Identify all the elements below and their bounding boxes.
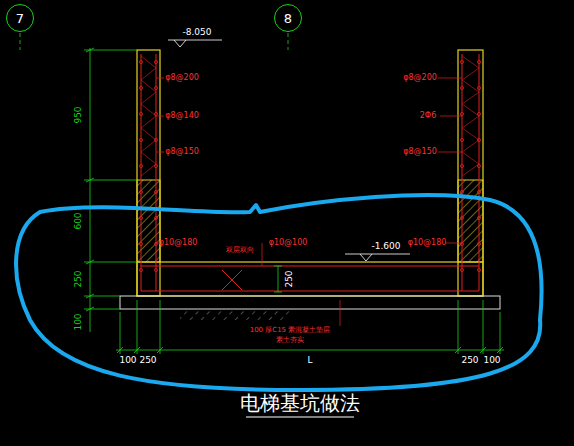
axis-line — [20, 33, 21, 50]
dimension-text: L — [307, 356, 312, 365]
highlight-outline — [16, 195, 541, 390]
title-underline — [246, 417, 354, 418]
rebar-label: φ8@150 — [403, 148, 437, 156]
note-leader — [340, 300, 341, 326]
material-note: 100 厚C15 素混凝土垫层 — [250, 327, 331, 334]
slab-rebar — [141, 54, 479, 291]
rebar-label: φ10@180 — [408, 239, 447, 247]
elevation-marker — [168, 40, 222, 47]
material-note: 素土夯实 — [276, 337, 304, 344]
elevation-text: -8.050 — [182, 28, 211, 37]
rebar-leaders — [156, 78, 462, 266]
axis-line — [288, 33, 289, 50]
concrete-cushion — [120, 296, 500, 309]
dimension-text: 100 — [483, 356, 500, 365]
rebar-label: φ8@150 — [165, 148, 199, 156]
dimension-text: 100 — [119, 356, 136, 365]
rebar-label: φ10@100 — [269, 239, 308, 247]
rebar-dots — [139, 56, 480, 272]
axis-number: 7 — [16, 12, 24, 25]
dimension-text: 100 — [74, 313, 83, 330]
rebar-label: φ8@200 — [403, 74, 437, 82]
rebar-label: 2Φ6 — [420, 112, 436, 120]
dimension-line — [84, 48, 137, 332]
dimension-text: 250 — [74, 270, 83, 287]
dimension-line — [116, 300, 504, 354]
rebar-label: φ8@200 — [165, 74, 199, 82]
pit-walls — [137, 50, 483, 296]
drawing-title: 电梯基坑做法 — [240, 393, 360, 413]
rebar-label: φ8@140 — [165, 112, 199, 120]
dimension-text: 600 — [74, 212, 83, 229]
rebar-note: 双层双向 — [226, 247, 254, 254]
axis-number: 8 — [284, 12, 292, 25]
dimension-text: 950 — [74, 106, 83, 123]
dimension-text: 250 — [139, 356, 156, 365]
slab-dimension — [274, 266, 282, 292]
rebar-label: φ10@180 — [159, 239, 198, 247]
axis-circle: 7 — [6, 4, 34, 32]
dimension-text: 250 — [461, 356, 478, 365]
compacted-soil — [180, 310, 290, 320]
axis-circle: 8 — [274, 4, 302, 32]
elevation-text: -1.600 — [371, 242, 400, 251]
elevation-marker — [345, 254, 410, 261]
dimension-text: 250 — [285, 270, 294, 287]
